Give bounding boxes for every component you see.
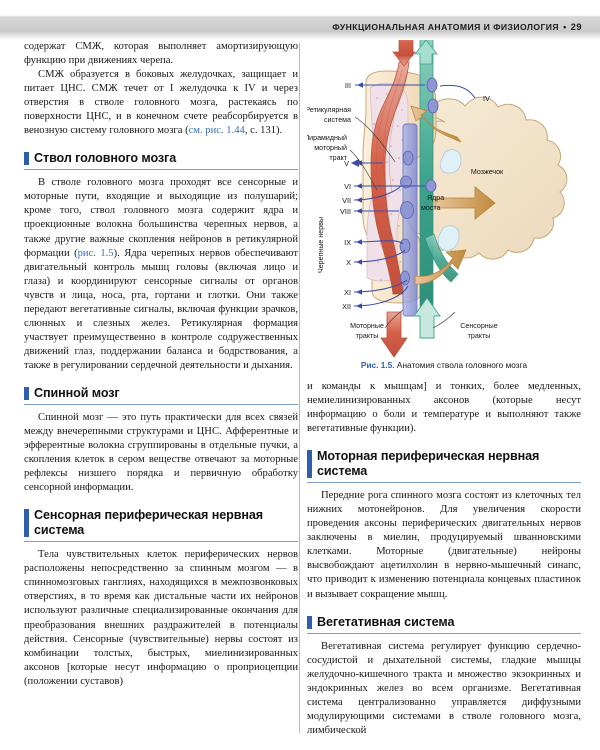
paragraph-csf-cushion: содержат СМЖ, которая выполняет амортизи… (24, 41, 298, 67)
label-nerve-x: X (346, 258, 351, 267)
paragraph-csf-flow: СМЖ образуется в боковых желудочках, защ… (24, 68, 298, 138)
label-nerve-iv: IV (483, 94, 490, 103)
label-motor-tracts-line2: тракты (356, 332, 379, 340)
paragraph-autonomic-system: Вегетативная система регулирует функцию … (307, 640, 581, 736)
label-reticular-system-line1: Ретикулярная (307, 106, 351, 114)
column-divider-rule (299, 43, 300, 733)
pyramidal-tract-fibers (375, 69, 408, 193)
sensory-input-arrow-top (414, 40, 438, 65)
running-header-title: ФУНКЦИОНАЛЬНАЯ АНАТОМИЯ И ФИЗИОЛОГИЯ (332, 22, 560, 32)
heading-brainstem: Ствол головного мозга (24, 151, 298, 171)
paragraph-unmyelinated-axons: и команды к мышцам] и тонких, более медл… (307, 381, 581, 435)
motor-input-shaft (398, 40, 414, 57)
label-sensory-tracts-line2: тракты (468, 332, 491, 340)
label-nerve-v: V (344, 159, 349, 168)
label-sensory-tracts-line1: Сенсорные (460, 322, 498, 330)
label-reticular-system-line2: система (324, 116, 351, 124)
pyramidal-motor-tract (370, 61, 410, 295)
paragraph-sensory-pns: Тела чувствительных клеток периферически… (24, 549, 298, 687)
pontine-nucleus-upper (439, 149, 462, 174)
paragraph-spinal-cord: Спинной мозг — это путь практически для … (24, 411, 298, 494)
pontine-nucleus-lower (437, 225, 460, 251)
heading-motor-peripheral-nervous-system: Моторная периферическая нервная система (307, 449, 581, 484)
superior-cerebellar-peduncle-arrow (410, 105, 462, 143)
paragraph-brainstem: В стволе головного мозга проходят все се… (24, 176, 298, 373)
figure-caption-number: Рис. 1.5. (360, 360, 395, 370)
running-header-separator: • (563, 22, 567, 32)
label-nerve-xii: XII (342, 302, 351, 311)
label-pontine-nuclei-line2: моста (421, 204, 441, 212)
cross-reference-fig-1-5[interactable]: рис. 1.5 (77, 247, 114, 259)
label-pyramidal-tract-line2: моторный (314, 144, 347, 152)
label-leader-lines (349, 116, 456, 329)
cross-reference-fig-1-44[interactable]: см. рис. 1.44 (188, 125, 245, 137)
label-nerve-viii: VIII (340, 207, 351, 216)
right-column: Ретикулярная система Пирамидный моторный… (307, 40, 581, 738)
middle-cerebellar-peduncle-arrow (434, 186, 496, 220)
page-number: 29 (570, 21, 582, 32)
paragraph-brainstem-part1: В стволе головного мозга проходят все се… (24, 177, 298, 259)
figure-caption: Рис. 1.5. Анатомия ствола головного мозг… (307, 360, 581, 371)
figure-1-5-brainstem-anatomy: Ретикулярная система Пирамидный моторный… (307, 40, 581, 358)
paragraph-motor-pns: Передние рога спинного мозга состоят из … (307, 490, 581, 600)
label-motor-tracts-line1: Моторные (350, 322, 384, 330)
label-cranial-nerves-axis: Черепные нервы (317, 217, 325, 273)
nerve-v-arrowhead (351, 159, 359, 167)
motor-tract-down-arrow (380, 311, 408, 358)
paragraph-brainstem-part2: ). Ядра черепных нервов обеспечивают дви… (24, 247, 298, 371)
label-nerve-iii: III (345, 81, 351, 90)
label-nerve-vii: VII (342, 196, 351, 205)
cranial-nerve-arrowheads (356, 82, 363, 309)
label-nerve-xi: XI (344, 288, 351, 297)
inferior-cerebellar-peduncle-arrow (414, 249, 467, 285)
running-header: ФУНКЦИОНАЛЬНАЯ АНАТОМИЯ И ФИЗИОЛОГИЯ•29 (332, 21, 582, 32)
label-pyramidal-tract-line1: Пирамидный (307, 134, 347, 142)
sensory-tract-branch (424, 233, 459, 283)
label-nerve-vi: VI (344, 182, 351, 191)
label-cerebellum: Мозжечок (471, 168, 504, 176)
paragraph-csf-flow-part1: СМЖ образуется в боковых желудочках, защ… (24, 69, 298, 137)
figure-caption-text: Анатомия ствола головного мозга (396, 360, 528, 370)
label-nerve-ix: IX (344, 238, 351, 247)
page-body: содержат СМЖ, которая выполняет амортизи… (0, 40, 600, 750)
heading-autonomic-system: Вегетативная система (307, 615, 581, 634)
heading-sensory-peripheral-nervous-system: Сенсорная периферическая нервная система (24, 508, 298, 543)
cranial-nerve-nuclei (399, 77, 439, 286)
left-column: содержат СМЖ, которая выполняет амортизи… (24, 40, 298, 689)
sensory-tract-up-arrow (413, 297, 441, 339)
page-header-band: ФУНКЦИОНАЛЬНАЯ АНАТОМИЯ И ФИЗИОЛОГИЯ•29 (0, 0, 600, 40)
paragraph-csf-flow-part2: , с. 131). (244, 125, 283, 137)
heading-spinal-cord: Спинной мозг (24, 386, 298, 405)
label-pyramidal-tract-line3: тракт (329, 154, 347, 162)
label-pontine-nuclei-line1: Ядра (427, 194, 444, 202)
cranial-nerve-band (402, 123, 418, 317)
